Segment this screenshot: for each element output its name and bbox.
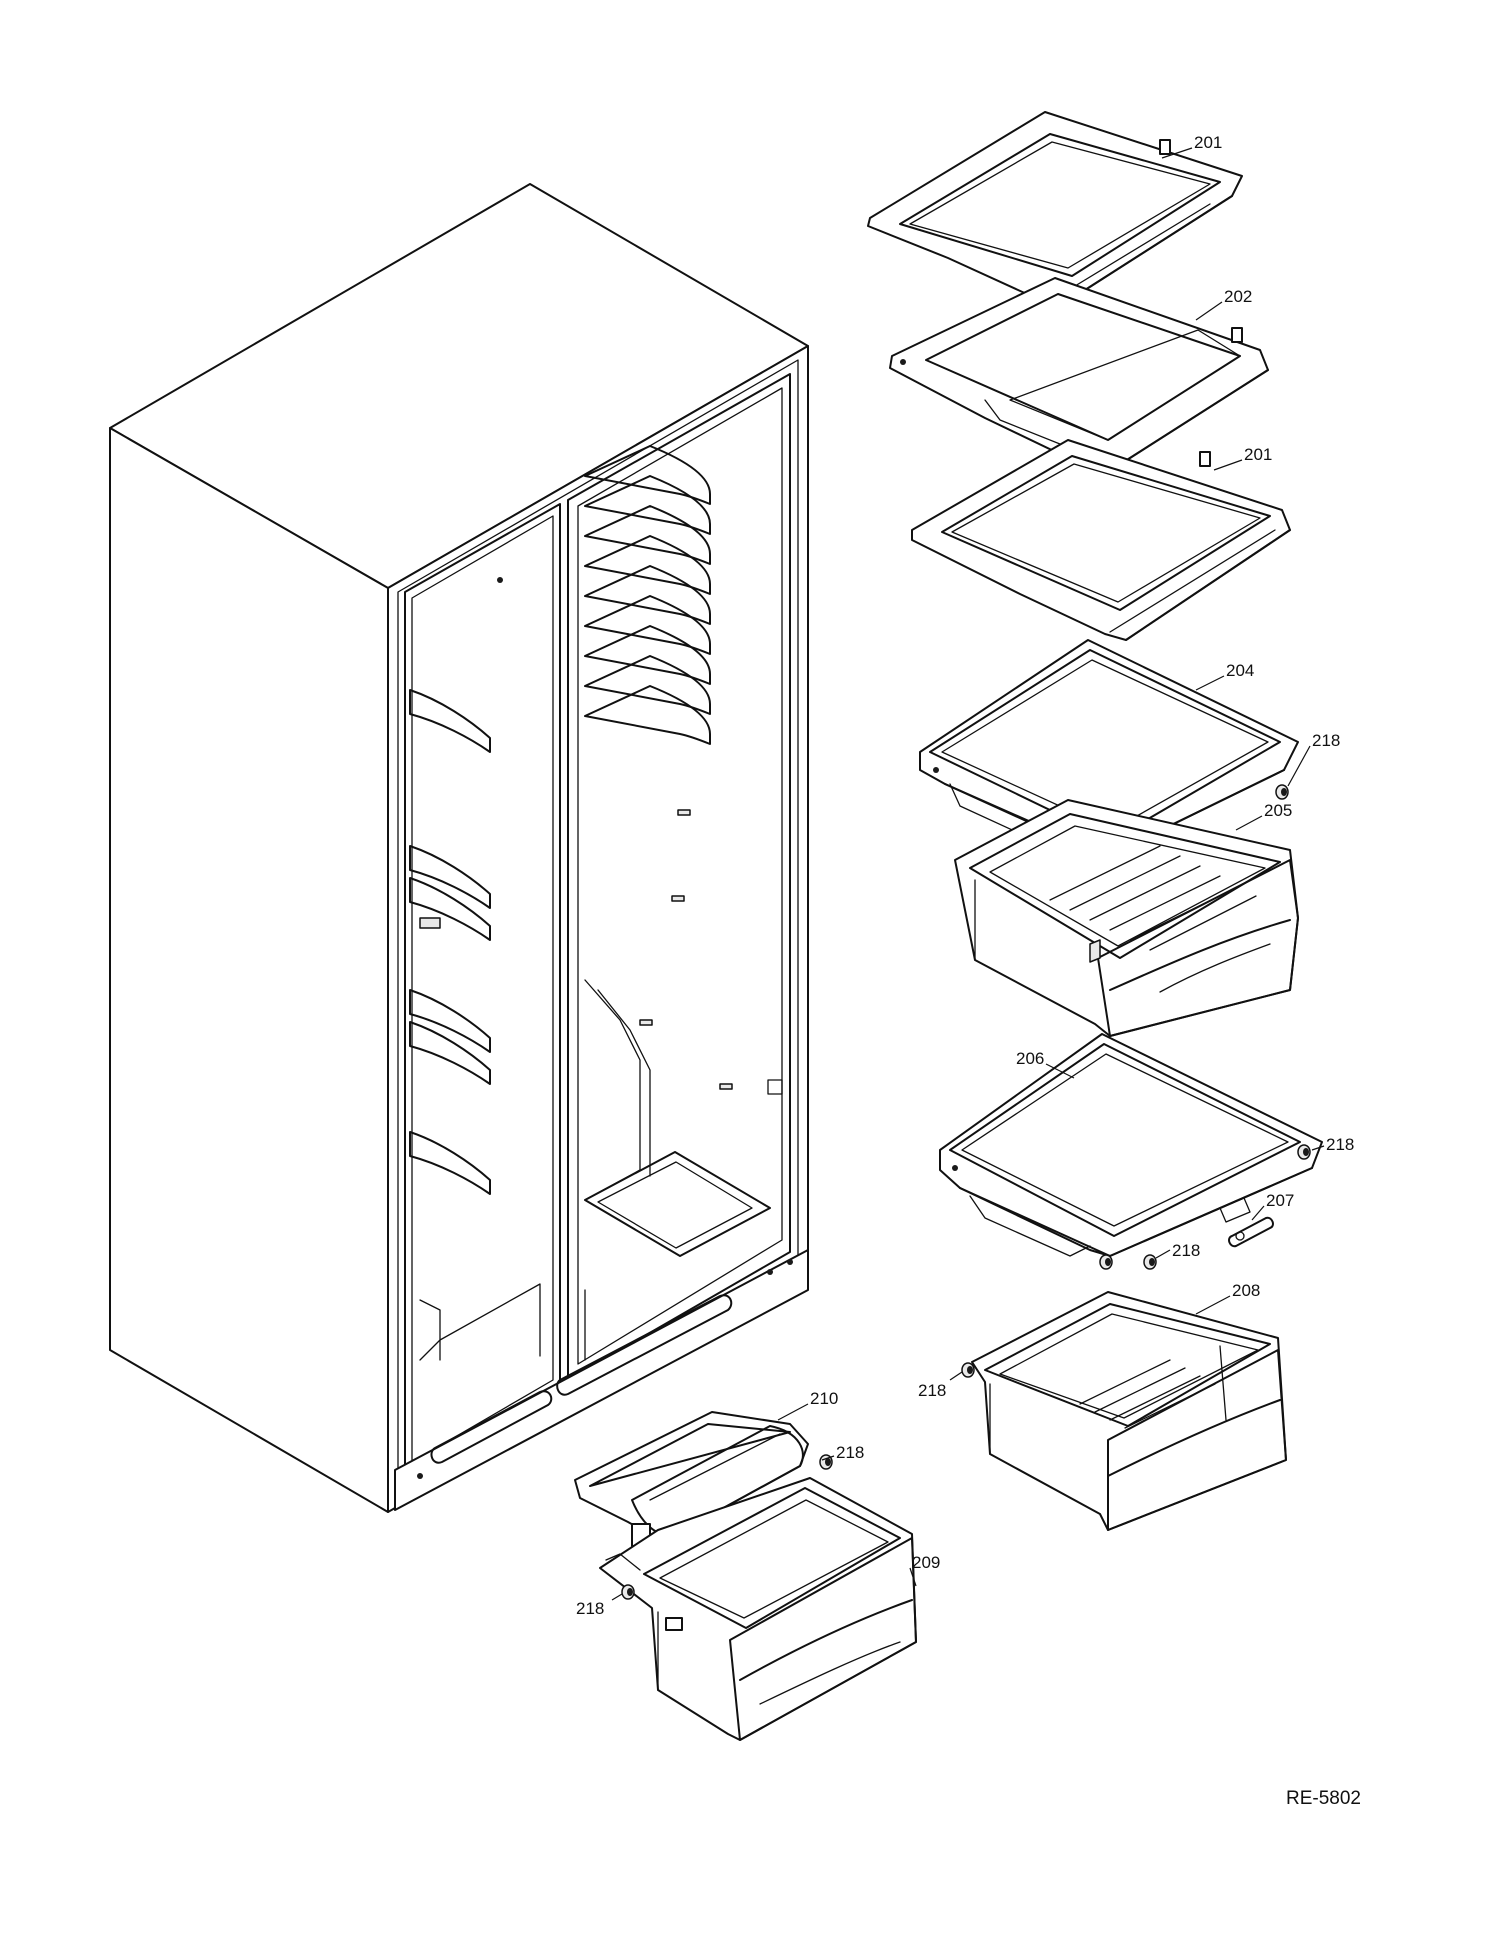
glass-shelf-top [867, 111, 1243, 307]
callout-218-c: 218 [1172, 1241, 1200, 1260]
refrigerator-cabinet [109, 183, 809, 1513]
callout-206: 206 [1016, 1049, 1044, 1068]
roller-218-f [621, 1584, 635, 1600]
callout-218-e: 218 [836, 1443, 864, 1462]
callout-218-d: 218 [918, 1381, 946, 1400]
callout-205: 205 [1264, 801, 1292, 820]
glass-shelf-middle [889, 277, 1269, 473]
callout-208: 208 [1232, 1281, 1260, 1300]
callout-210: 210 [810, 1389, 838, 1408]
roller-218-d [961, 1362, 975, 1378]
leader-lines [611, 147, 1325, 1601]
roller-218-b [1297, 1144, 1311, 1160]
callout-218-f: 218 [576, 1599, 604, 1618]
kick-plate [394, 1249, 809, 1511]
callout-202: 202 [1224, 287, 1252, 306]
shelf-rails [584, 445, 711, 745]
crisper-drawer-upper [954, 799, 1299, 1037]
roller-218-a [1275, 784, 1289, 800]
crisper-cover-upper [919, 639, 1299, 857]
storage-pan [599, 1477, 917, 1741]
crisper-cover-lower [939, 1033, 1323, 1257]
fresh-food-compartment [567, 373, 791, 1381]
crisper-drawer-lower [971, 1291, 1287, 1531]
callout-218-a: 218 [1312, 731, 1340, 750]
roller-218-c [1099, 1254, 1157, 1270]
callout-218-b: 218 [1326, 1135, 1354, 1154]
roller-218-e [819, 1454, 833, 1470]
callout-labels: 201 202 201 204 218 205 206 218 207 218 … [576, 133, 1354, 1618]
glass-shelf-lower [911, 439, 1291, 641]
callout-201-lower: 201 [1244, 445, 1272, 464]
drawing-reference-code: RE-5802 [1286, 1788, 1361, 1809]
callout-209: 209 [912, 1553, 940, 1572]
callout-207: 207 [1266, 1191, 1294, 1210]
callout-204: 204 [1226, 661, 1254, 680]
pin-part [1228, 1216, 1274, 1248]
callout-201-top: 201 [1194, 133, 1222, 152]
